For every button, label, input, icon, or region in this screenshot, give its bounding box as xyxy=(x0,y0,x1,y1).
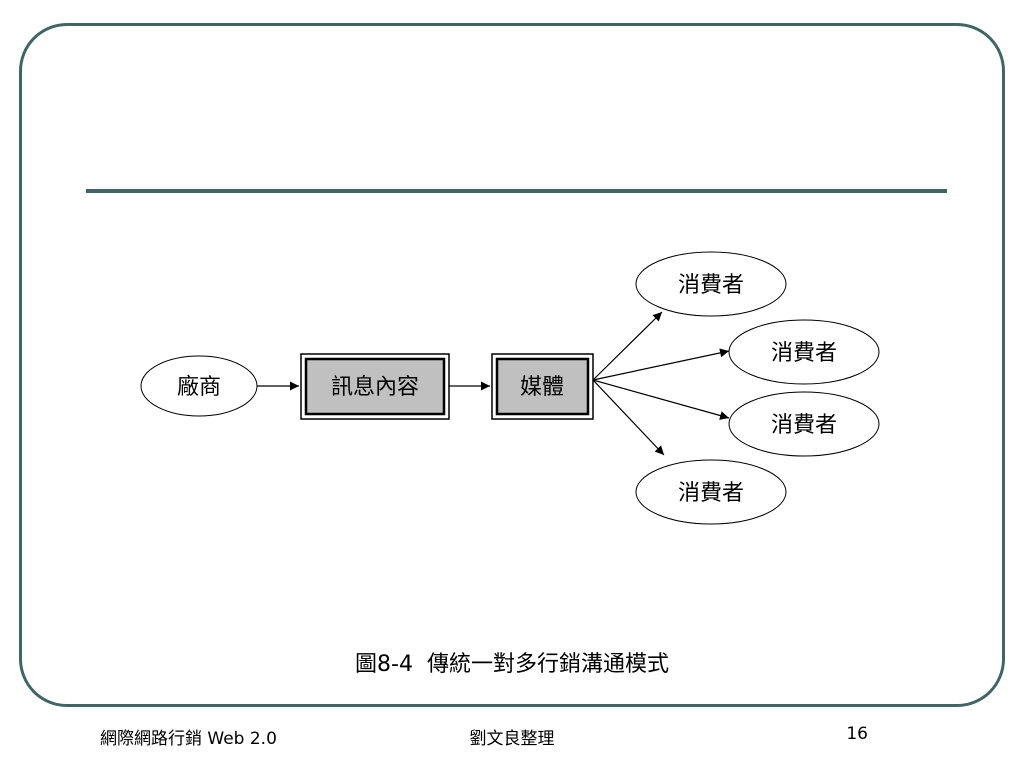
node-consumer-2: 消費者 xyxy=(728,319,880,385)
node-consumer-3-label: 消費者 xyxy=(771,413,837,438)
node-consumer-1-label: 消費者 xyxy=(678,273,744,298)
node-media: 媒體 xyxy=(491,353,594,420)
node-manufacturer-label: 廠商 xyxy=(177,375,221,400)
figure-caption: 圖8-4 傳統一對多行銷溝通模式 xyxy=(355,652,669,677)
node-message-label: 訊息內容 xyxy=(331,375,419,400)
arrow-media-to-consumer-2 xyxy=(592,348,730,381)
title-divider-line xyxy=(86,189,947,193)
footer-author: 劉文良整理 xyxy=(469,729,555,749)
slide-frame xyxy=(19,23,1005,707)
arrow-media-to-consumer-1 xyxy=(592,311,663,381)
node-consumer-4: 消費者 xyxy=(635,459,787,525)
arrow-media-to-consumer-4 xyxy=(592,379,665,456)
node-consumer-2-label: 消費者 xyxy=(771,341,837,366)
node-consumer-1: 消費者 xyxy=(635,251,787,317)
arrow-media-to-consumer-3 xyxy=(592,379,730,420)
node-media-label: 媒體 xyxy=(520,375,564,400)
node-message: 訊息內容 xyxy=(300,353,450,420)
node-manufacturer: 廠商 xyxy=(140,355,258,417)
node-consumer-4-label: 消費者 xyxy=(678,481,744,506)
node-consumer-3: 消費者 xyxy=(728,391,880,457)
footer-page-number: 16 xyxy=(846,724,868,744)
footer-course-title: 網際網路行銷 Web 2.0 xyxy=(100,729,277,749)
